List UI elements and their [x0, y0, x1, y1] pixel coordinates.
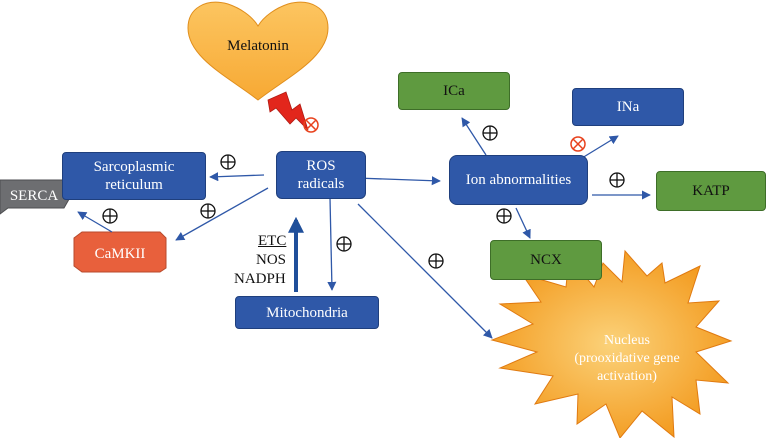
circled-plus-icon	[428, 253, 444, 269]
ina-box: INa	[572, 88, 684, 126]
mitochondria-label: Mitochondria	[266, 304, 348, 321]
serca-label: SERCA	[10, 188, 59, 204]
etc-label: ETC	[258, 233, 287, 249]
sarcoplasmic-reticulum-box: Sarcoplasmic reticulum	[62, 152, 206, 200]
arrow-ros-to-nucleus	[357, 203, 493, 339]
circled-plus-icon	[102, 208, 118, 224]
circled-plus-icon	[609, 172, 625, 188]
sarcoplasmic-label-line1: Sarcoplasmic	[93, 159, 175, 175]
ros-label-line2: radicals	[297, 176, 345, 192]
ion-abnormalities-box: Ion abnormalities	[449, 155, 588, 205]
nucleus-label-line2: (prooxidative gene	[574, 351, 679, 366]
katp-label: KATP	[692, 183, 730, 199]
nadph-label: NADPH	[234, 271, 286, 287]
circled-times-icon	[303, 117, 319, 133]
circled-times-icon	[570, 136, 586, 152]
camkii-box-shape	[73, 231, 167, 273]
ion-abnormalities-label: Ion abnormalities	[465, 172, 572, 188]
circled-plus-icon	[200, 203, 216, 219]
circled-plus-icon	[496, 208, 512, 224]
ros-label-line1: ROS	[306, 158, 336, 174]
circled-plus-icon	[220, 154, 236, 170]
camkii-label: CaMKII	[95, 246, 146, 262]
nos-label: NOS	[256, 252, 287, 268]
circled-plus-icon	[336, 236, 352, 252]
ncx-label: NCX	[530, 252, 562, 268]
ncx-box: NCX	[490, 240, 602, 280]
arrow-ros-to-ion	[355, 176, 441, 186]
arrow-ion-to-ncx	[515, 207, 531, 239]
lightning-bolt-icon	[267, 91, 309, 131]
circled-plus-icon	[482, 125, 498, 141]
ica-box: ICa	[398, 72, 510, 110]
ros-radicals-box: ROS radicals	[276, 151, 366, 199]
ica-label: ICa	[443, 83, 465, 99]
ina-label: INa	[616, 99, 640, 115]
katp-box: KATP	[656, 171, 766, 211]
arrow-ros-to-mitochondria	[327, 197, 337, 291]
sarcoplasmic-label-line2: reticulum	[105, 177, 163, 193]
melatonin-heart-shape	[187, 1, 329, 101]
mitochondria-box: Mitochondria	[235, 296, 379, 329]
arrow-ion-to-ina	[581, 135, 619, 159]
arrow-ros-to-camkii	[175, 187, 269, 241]
arrow-camkii-to-serca	[77, 211, 113, 233]
melatonin-label: Melatonin	[227, 38, 289, 54]
nucleus-label-line1: Nucleus	[604, 333, 650, 348]
arrow-ros-to-sarcoplasmic	[209, 172, 265, 182]
nucleus-label-line3: activation)	[597, 369, 657, 384]
arrow-ion-to-ica	[461, 117, 487, 156]
